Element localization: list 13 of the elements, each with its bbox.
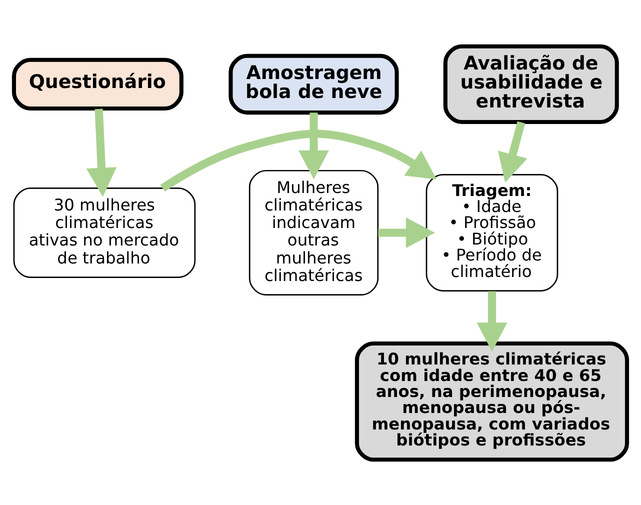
node-box: Triagem: • Idade • Profissão • Biótipo • Período de climatério [426,174,558,291]
node-box: 30 mulheres climatéricas ativas no mercado de trabalho [13,187,196,278]
arrow [476,290,508,352]
node-box: Mulheres climatéricas indicavam outras mulheres climatéricas [248,169,379,296]
node-box: Amostragem bola de neve [228,53,399,114]
arrow [160,129,437,192]
arrow [298,112,329,179]
node-box: 10 mulheres climatéricas com idade entre 40 e 65 anos, na perimenopausa, menopausa ou pós-menopausa, com variados biótipos e profissões [354,340,630,462]
arrow [498,120,528,182]
arrow [86,108,117,196]
node-box: Avaliação de usabilidade e entrevista [443,44,619,124]
arrow [378,217,435,248]
node-box: Questionário [12,57,184,110]
